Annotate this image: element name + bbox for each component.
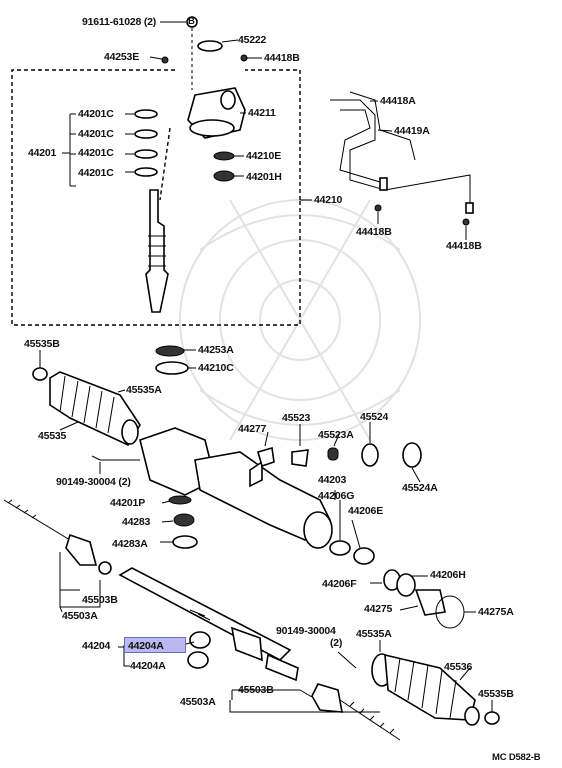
o-rings-44201C (134, 109, 158, 177)
label-45536: 45536 (444, 661, 473, 673)
label-45503B-bottom: 45503B (238, 684, 274, 696)
label-44201C-2: 44201C (78, 128, 114, 140)
label-44201C-1: 44201C (78, 108, 114, 120)
label-44201: 44201 (28, 147, 57, 159)
label-44206E: 44206E (348, 505, 384, 517)
label-44210E: 44210E (246, 150, 282, 162)
label-44210C: 44210C (198, 362, 234, 374)
rack-guide-44277 (257, 446, 275, 468)
label-45524: 45524 (360, 411, 389, 423)
label-45535A-right: 45535A (356, 628, 392, 640)
label-44418B-top: 44418B (264, 52, 300, 64)
label-44201C-3: 44201C (78, 147, 114, 159)
label-45503A-bottom: 45503A (180, 696, 216, 708)
label-44203: 44203 (318, 474, 347, 486)
label-45523: 45523 (282, 412, 311, 424)
label-44419A: 44419A (394, 125, 430, 137)
nut-44253E (161, 56, 169, 64)
label-45222: 45222 (238, 34, 267, 46)
diagram-code: MC D582-B (492, 752, 541, 763)
bolt-91611 (160, 16, 198, 28)
label-44418B-left: 44418B (356, 226, 392, 238)
label-44275: 44275 (364, 603, 393, 615)
label-45503A-left: 45503A (62, 610, 98, 622)
label-44204: 44204 (82, 640, 111, 652)
label-44201C-4: 44201C (78, 167, 114, 179)
highlight-44204A (124, 637, 186, 653)
label-45535B-bottom: 45535B (478, 688, 514, 700)
label-44206H: 44206H (430, 569, 466, 581)
rack-boot-45536-right (371, 653, 480, 726)
label-44201P: 44201P (110, 497, 146, 509)
label-45535B-top: 45535B (24, 338, 60, 350)
cap-45524A (402, 442, 422, 468)
label-44275A: 44275A (478, 606, 514, 618)
label-44211: 44211 (248, 107, 276, 119)
pinion-valve-shaft (145, 189, 169, 313)
spring-cap-45523 (291, 449, 309, 467)
label-91611-61028: 91611-61028 (2) (82, 16, 157, 28)
clip-45535B-top (32, 367, 48, 381)
label-44204A: 44204A (130, 660, 166, 672)
label-44204A-highlighted[interactable]: 44204A (128, 640, 164, 652)
valve-assembly-box (11, 69, 301, 326)
rack-housing-44203 (139, 427, 333, 549)
label-45523A: 45523A (318, 429, 354, 441)
label-90149-30004-left: 90149-30004 (2) (56, 476, 131, 488)
label-44206F: 44206F (322, 578, 357, 590)
lock-nut-45524 (361, 443, 379, 467)
label-44210: 44210 (314, 194, 343, 206)
valve-housing-44211 (187, 87, 246, 139)
label-45535: 45535 (38, 430, 67, 442)
label-45524A: 45524A (402, 482, 438, 494)
tie-rod-left-45503 (3, 499, 112, 575)
label-44418A: 44418A (380, 95, 416, 107)
label-44277: 44277 (238, 423, 267, 435)
label-44206G: 44206G (318, 490, 355, 502)
rack-boot-45535-left (49, 371, 141, 447)
seal-45222 (197, 40, 223, 52)
steering-rack-44204 (118, 567, 292, 662)
label-45535A-left: 45535A (126, 384, 162, 396)
label-44253E: 44253E (104, 51, 140, 63)
clip-45535B-bottom (484, 711, 500, 725)
label-44283: 44283 (122, 516, 151, 528)
tie-rod-right-45503 (265, 653, 401, 741)
label-44253A: 44253A (198, 344, 234, 356)
label-bolt-b-mark: B (188, 16, 195, 27)
pressure-tubes-44419A (330, 91, 474, 214)
label-45503B-left: 45503B (82, 594, 118, 606)
label-44418B-right: 44418B (446, 240, 482, 252)
label-44201H: 44201H (246, 171, 282, 183)
label-44283A: 44283A (112, 538, 148, 550)
label-90149-30004-right: 90149-30004 (276, 625, 336, 637)
label-90149-30004-right-qty: (2) (330, 637, 343, 649)
